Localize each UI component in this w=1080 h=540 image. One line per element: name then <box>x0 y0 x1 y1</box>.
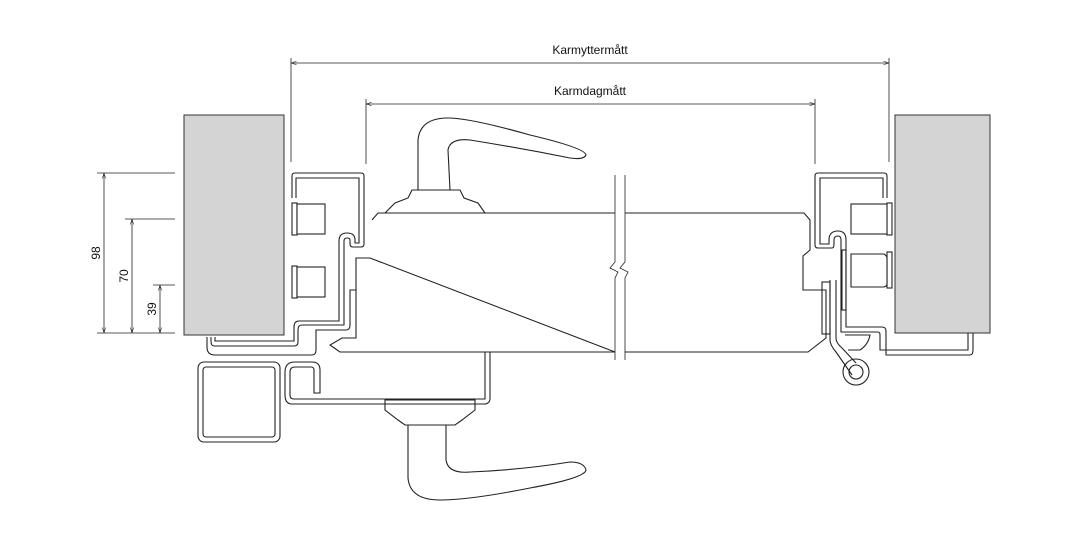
right-wall <box>894 114 991 334</box>
inner-frame-dimension: Karmdagmått <box>365 84 816 164</box>
right-frame-profile <box>814 172 974 386</box>
dim-98: 98 <box>89 246 103 260</box>
door-leaf <box>328 175 827 360</box>
handle-top <box>383 117 587 214</box>
dim-70: 70 <box>117 269 131 283</box>
left-wall <box>183 114 285 336</box>
outer-frame-dimension: Karmyttermått <box>290 43 890 162</box>
left-frame-profile <box>197 172 491 443</box>
dim-39: 39 <box>145 302 159 316</box>
height-dimensions: 98 70 39 <box>89 172 175 334</box>
outer-frame-label: Karmyttermått <box>552 43 628 57</box>
handle-bottom <box>384 399 587 501</box>
inner-frame-label: Karmdagmått <box>554 84 627 98</box>
